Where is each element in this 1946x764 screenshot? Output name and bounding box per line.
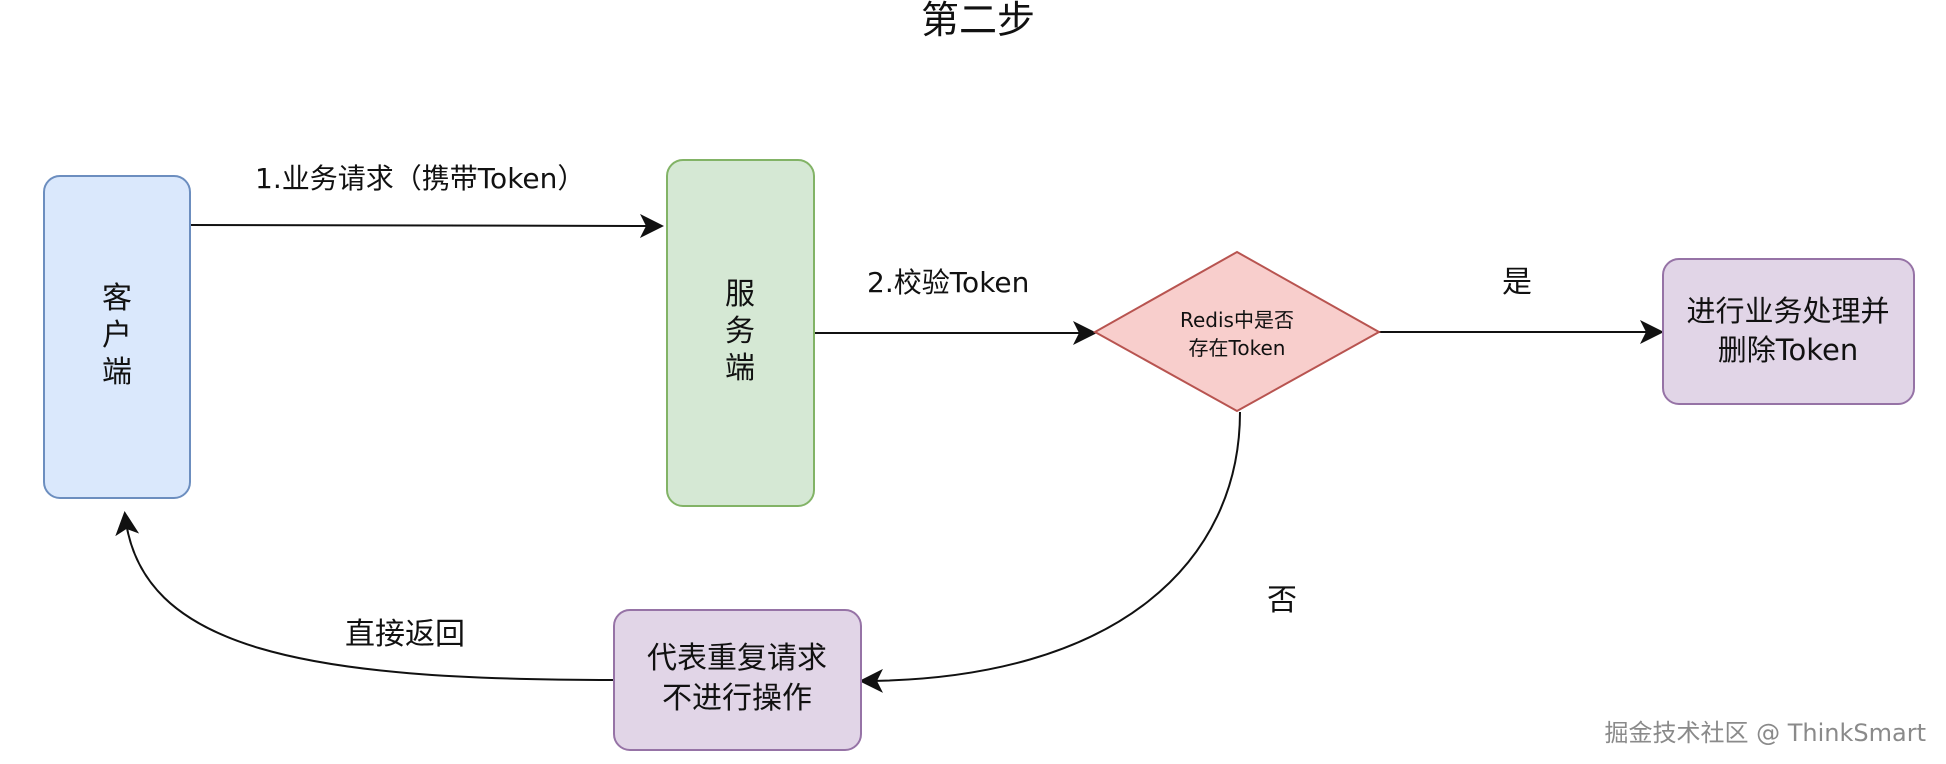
- client-node: 客 户 端: [43, 175, 191, 499]
- watermark: 掘金技术社区 @ ThinkSmart: [1604, 719, 1926, 747]
- edge-return: 直接返回: [115, 511, 615, 681]
- redis-check-node: Redis中是否 存在Token: [1092, 250, 1382, 413]
- server-label-line-1: 服: [725, 277, 755, 312]
- duplicate-label-line-1: 代表重复请求: [647, 641, 827, 676]
- redis-check-label-line-2: 存在Token: [1189, 336, 1286, 360]
- client-label-line-2: 户: [102, 318, 132, 353]
- server-label-line-2: 务: [725, 314, 755, 349]
- server-node: 服 务 端: [666, 159, 815, 507]
- client-label-line-1: 客: [102, 281, 132, 316]
- duplicate-label-line-2: 不进行操作: [662, 681, 812, 716]
- edge-label-yes: 是: [1502, 265, 1532, 300]
- edge-label-return: 直接返回: [345, 617, 465, 652]
- process-node: 进行业务处理并 删除Token: [1662, 258, 1915, 405]
- edge-label-verify: 2.校验Token: [867, 266, 1029, 299]
- edge-no: 否: [859, 411, 1297, 693]
- client-label-line-3: 端: [102, 355, 132, 390]
- diagram-title: 第二步: [921, 0, 1035, 42]
- duplicate-request-node: 代表重复请求 不进行操作: [613, 609, 862, 751]
- process-label-line-1: 进行业务处理并: [1686, 294, 1889, 328]
- edge-verify: 2.校验Token: [814, 266, 1097, 345]
- server-label-line-3: 端: [725, 351, 755, 386]
- redis-check-label-line-1: Redis中是否: [1180, 308, 1294, 332]
- edge-request: 1.业务请求（携带Token）: [189, 162, 664, 238]
- edge-label-request: 1.业务请求（携带Token）: [255, 162, 585, 195]
- edge-yes: 是: [1379, 265, 1664, 344]
- edge-label-no: 否: [1267, 583, 1297, 618]
- process-label-line-2: 删除Token: [1718, 333, 1859, 367]
